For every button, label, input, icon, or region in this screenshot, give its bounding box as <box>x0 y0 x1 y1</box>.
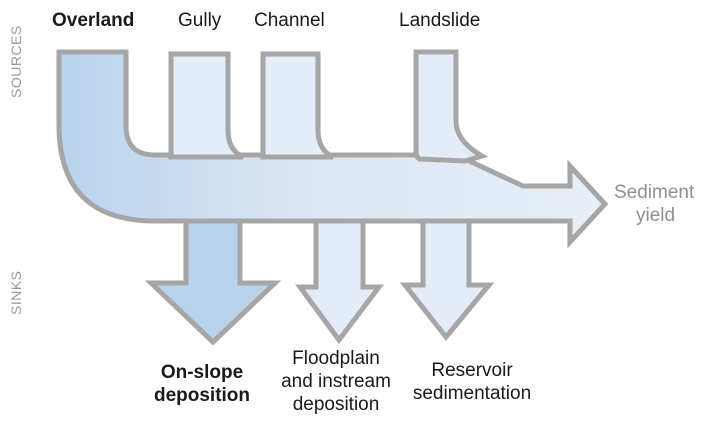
output-label-line-1: Sediment <box>614 182 695 203</box>
sink-arrow-reservoir <box>399 212 495 341</box>
sink-label-floodplain-line-1: Floodplain <box>292 348 380 369</box>
source-column-gully <box>168 51 245 160</box>
source-column-channel <box>260 51 335 160</box>
sources-side-label: SOURCES <box>8 25 24 98</box>
sink-label-on-slope-line-2: deposition <box>154 385 250 406</box>
output-label-line-2: yield <box>636 205 675 226</box>
sinks-side-label: SINKS <box>8 270 24 315</box>
sink-label-floodplain-line-2: and instream <box>281 371 391 392</box>
main-sediment-band <box>56 49 609 249</box>
sink-label-on-slope-line-1: On-slope <box>161 362 243 383</box>
source-label-channel: Channel <box>254 10 325 31</box>
sink-label-reservoir-line-2: sedimentation <box>413 383 531 404</box>
source-label-gully: Gully <box>178 10 222 31</box>
sink-arrow-floodplain <box>295 212 385 345</box>
source-column-landslide <box>413 49 489 164</box>
source-label-landslide: Landslide <box>399 10 480 31</box>
sink-label-reservoir-line-1: Reservoir <box>431 360 513 381</box>
sink-arrow-on-slope <box>144 212 282 346</box>
sink-label-floodplain-line-3: deposition <box>293 394 380 415</box>
source-label-overland: Overland <box>52 10 134 31</box>
